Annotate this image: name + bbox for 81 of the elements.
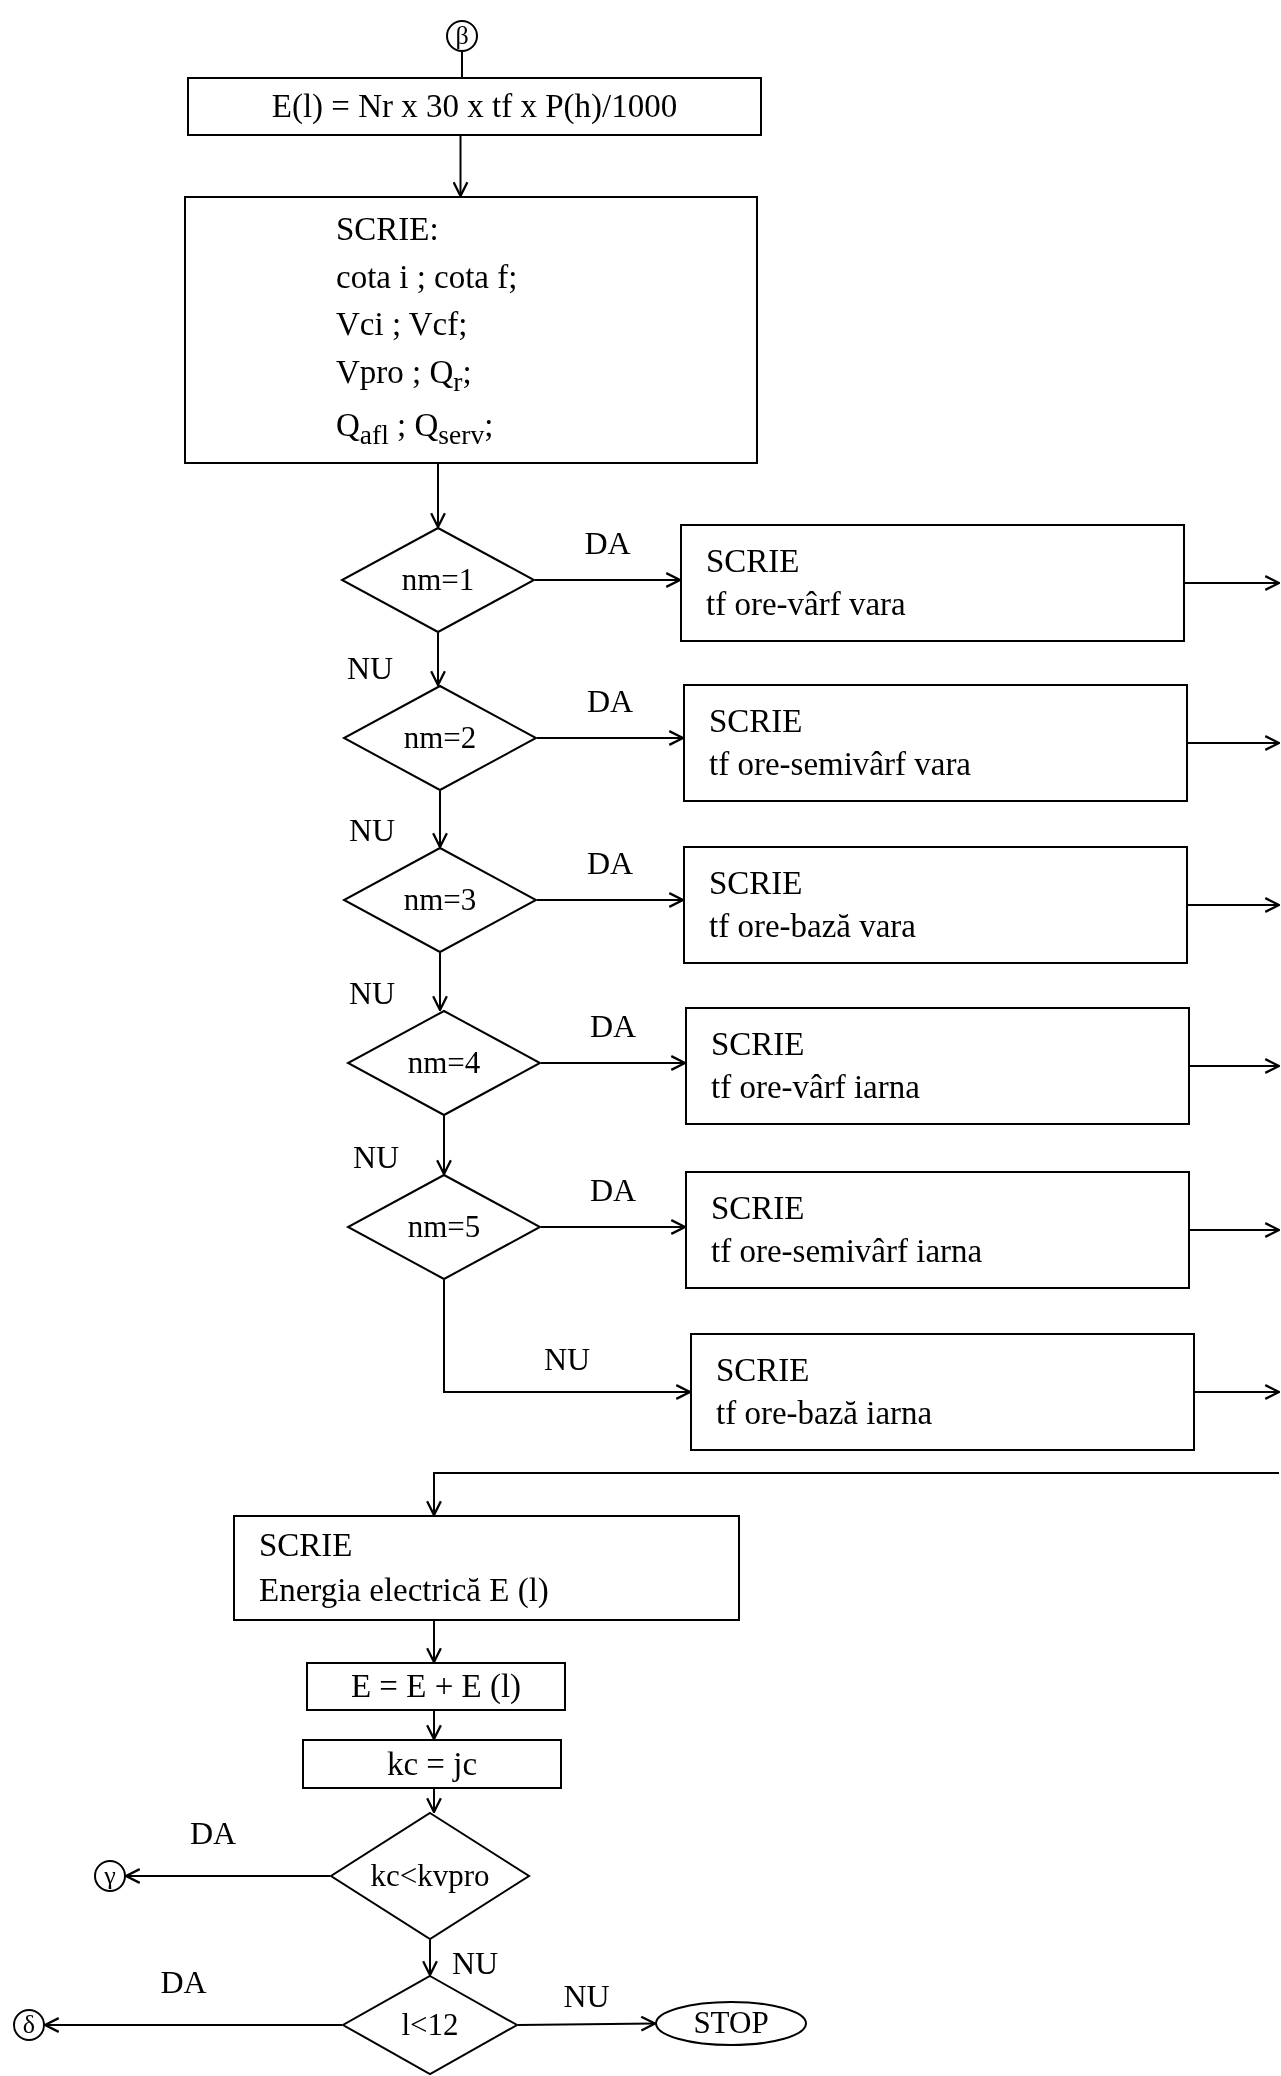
condition-text: nm=4 [407, 1043, 481, 1082]
flow-arrow [436, 1115, 452, 1176]
flow-arrow [443, 1279, 692, 1400]
process-box [306, 1662, 566, 1711]
flow-arrow [426, 1788, 442, 1814]
box-text: E = E + E (l) [350, 1667, 522, 1707]
box-text: STOP [693, 2004, 769, 2043]
flow-arrow [432, 790, 448, 849]
decision-diamond [347, 1174, 541, 1280]
decision-diamond [330, 1812, 530, 1940]
flow-arrow [1189, 1222, 1281, 1238]
connector-label: γ [104, 1860, 116, 1893]
box-text: tf ore-bază iarna [716, 1394, 933, 1433]
box-text: Vpro ; Q$_{r}$; [336, 353, 472, 399]
box-text: SCRIE [711, 1025, 805, 1065]
terminal-oval [655, 2001, 807, 2046]
decision-diamond [347, 1010, 541, 1116]
condition-text: nm=3 [403, 880, 477, 919]
flow-arrow [422, 1939, 438, 1977]
box-text: SCRIE [706, 542, 800, 582]
flow-arrow [1184, 575, 1281, 591]
flow-arrow [534, 572, 682, 588]
flow-arrow [536, 730, 685, 746]
flow-arrow [540, 1219, 687, 1235]
box-text: SCRIE [259, 1526, 353, 1566]
flow-arrow [43, 2017, 343, 2033]
box-text: SCRIE [709, 702, 803, 742]
flow-arrow [452, 135, 469, 198]
flow-arrow [1189, 1058, 1281, 1074]
flow-arrow [430, 632, 446, 687]
decision-diamond [342, 1975, 518, 2075]
process-box [685, 1171, 1190, 1289]
box-text: SCRIE: [336, 209, 439, 249]
connector-label: δ [22, 2009, 36, 2042]
box-text: tf ore-semivârf iarna [711, 1232, 983, 1271]
flow-arrow [1187, 735, 1281, 751]
connector-circle [446, 20, 478, 52]
decision-diamond [343, 685, 537, 791]
flow-arrow [540, 1055, 687, 1071]
connector-circle [94, 1860, 126, 1892]
box-text: SCRIE [709, 864, 803, 904]
box-text: E(l) = Nr x 30 x tf x P(h)/1000 [271, 87, 678, 127]
flow-arrow [517, 2015, 657, 2032]
box-text: SCRIE [711, 1189, 805, 1229]
box-text: tf ore-vârf iarna [711, 1068, 920, 1107]
box-text: tf ore-vârf vara [706, 585, 906, 624]
flow-arrow [426, 1620, 442, 1664]
condition-text: nm=2 [403, 718, 477, 757]
process-box [680, 524, 1185, 642]
condition-text: l<12 [401, 2005, 459, 2044]
condition-text: nm=1 [401, 560, 475, 599]
decision-diamond [343, 847, 537, 953]
process-box [184, 196, 758, 464]
process-box [187, 77, 762, 136]
box-text: tf ore-semivârf vara [709, 745, 972, 784]
flow-arrow [426, 1710, 442, 1741]
condition-text: kc<kvpro [370, 1856, 490, 1895]
connector-circle [13, 2009, 45, 2041]
box-text: SCRIE [716, 1351, 810, 1391]
process-box [683, 846, 1188, 964]
box-text: kc = jc [386, 1744, 478, 1784]
decision-diamond [341, 527, 535, 633]
process-box [685, 1007, 1190, 1125]
flow-arrow [426, 1472, 1280, 1517]
flow-arrow [1194, 1384, 1281, 1400]
flow-arrow [432, 952, 448, 1012]
process-box [683, 684, 1188, 802]
connector-label: β [455, 20, 469, 53]
flow-arrow [1187, 897, 1281, 913]
flow-arrow [536, 892, 685, 908]
flow-arrow [124, 1868, 331, 1884]
process-box [690, 1333, 1195, 1451]
box-text: tf ore-bază vara [709, 907, 916, 946]
box-text: Q$_{afl}$ ; Q$_{serv}$; [336, 405, 494, 452]
condition-text: nm=5 [407, 1207, 481, 1246]
box-text: Vci ; Vcf; [336, 305, 468, 345]
box-text: cota i ; cota f; [336, 257, 518, 297]
flow-arrow [430, 463, 446, 529]
process-box [233, 1515, 740, 1621]
process-box [302, 1739, 562, 1789]
box-text: Energia electrică E (l) [259, 1571, 549, 1610]
